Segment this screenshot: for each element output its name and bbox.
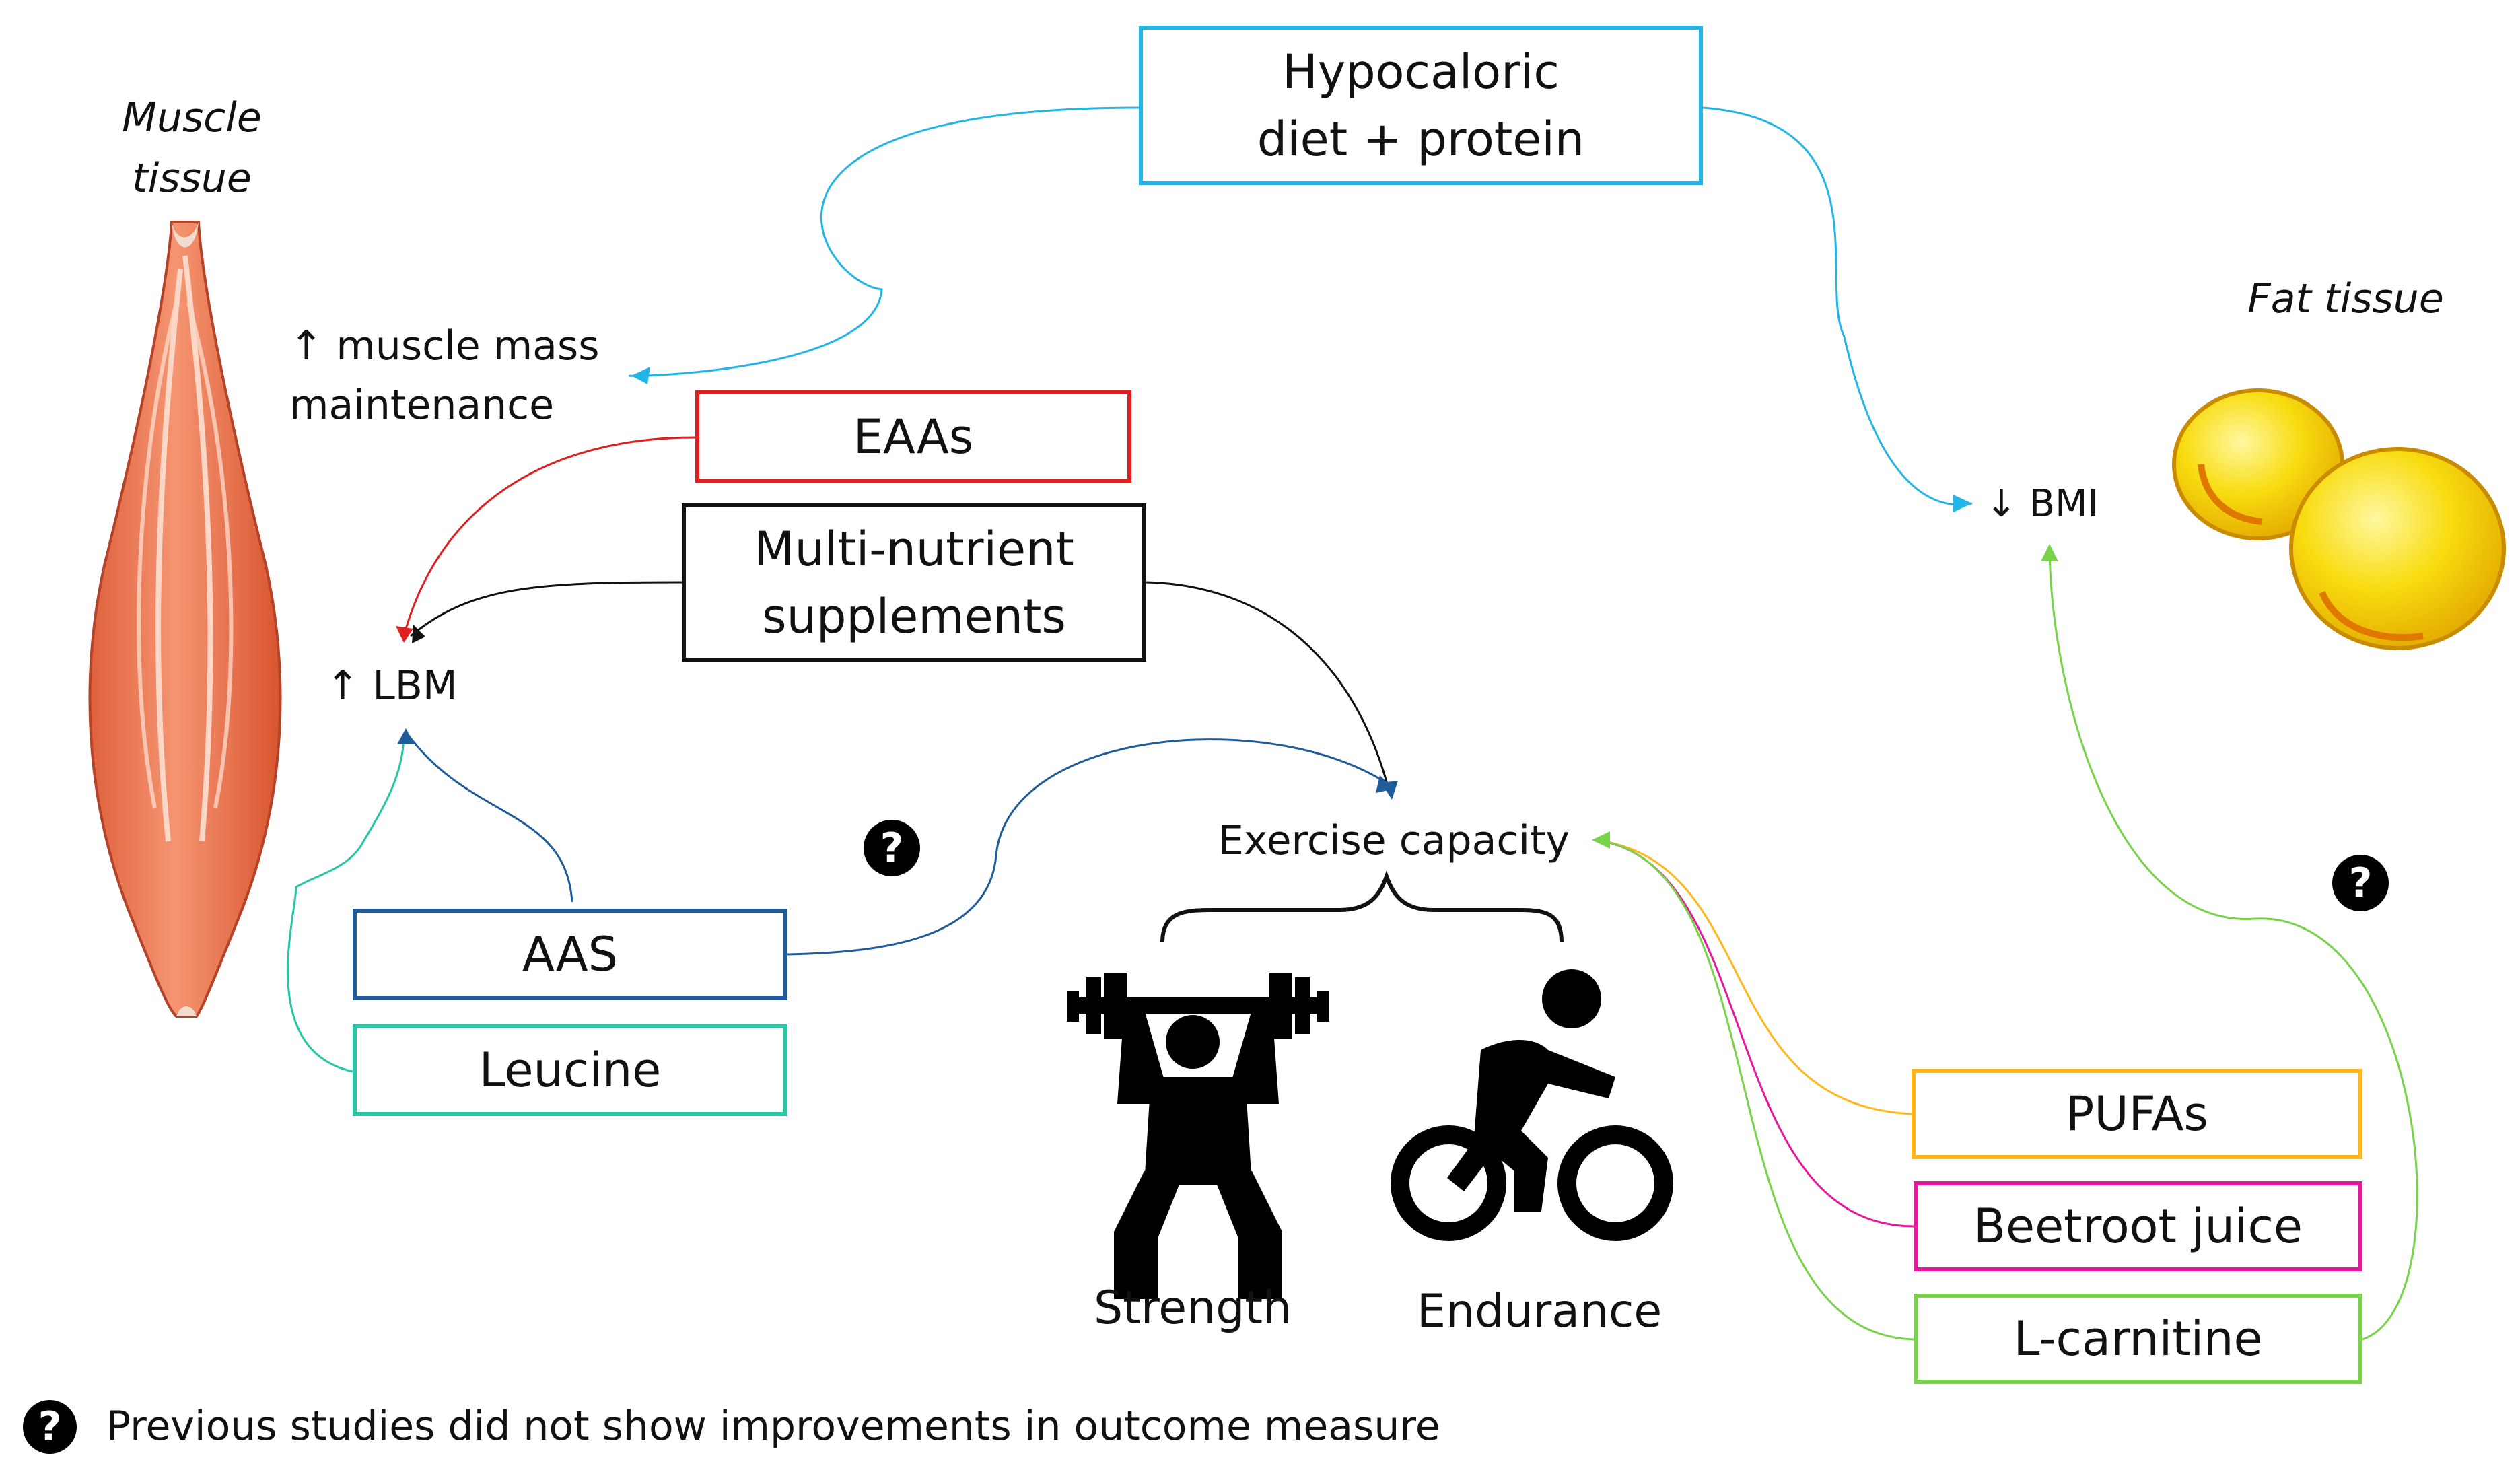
arrow-multi-to-lbm: [410, 581, 682, 637]
arrow-beetroot-to-exercise: [1595, 839, 1914, 1228]
legend-question-glyph: ?: [38, 1403, 62, 1450]
hypocaloric-diet-box: Hypocaloric diet + protein: [1139, 26, 1703, 185]
strength-label: Strength: [1094, 1282, 1292, 1335]
bmi-label: ↓ BMI: [1986, 482, 2099, 526]
legend-question-icon: [23, 1400, 77, 1454]
leucine-box: Leucine: [353, 1024, 788, 1116]
cyclist-icon: [1391, 969, 1673, 1241]
beetroot-juice-box: Beetroot juice: [1914, 1181, 2362, 1271]
arrow-leucine-to-lbm: [287, 733, 405, 1073]
arrow-lcarnitine-to-exercise: [1595, 839, 1914, 1341]
exercise-brace: [1160, 870, 1564, 943]
arrow-aas-to-lbm: [406, 733, 573, 903]
endurance-label: Endurance: [1417, 1285, 1663, 1338]
muscle-mass-label: ↑ muscle mass maintenance: [289, 322, 600, 429]
legend-text: Previous studies did not show improvemen…: [106, 1403, 1440, 1450]
connector-arrows: [287, 106, 2418, 1341]
eaas-box: EAAs: [695, 390, 1131, 483]
arrow-diet-to-bmi: [1702, 106, 1973, 506]
arrowheads: [396, 367, 2058, 849]
fat-illustration: [2172, 388, 2506, 650]
muscle-tissue-label: Muscle tissue: [122, 94, 262, 202]
arrow-aas-to-exercise: [787, 738, 1394, 956]
arrow-lcarnitine-to-bmi: [2048, 551, 2418, 1341]
question-icon-lcarnitine: ?: [2332, 855, 2389, 911]
aas-box: AAS: [353, 909, 788, 1000]
pufas-box: PUFAs: [1912, 1069, 2362, 1159]
arrow-diet-to-muscle-mass: [628, 106, 1140, 377]
arrow-pufas-to-exercise: [1595, 839, 1912, 1115]
arrow-multi-to-exercise: [1146, 581, 1391, 795]
l-carnitine-box: L-carnitine: [1914, 1294, 2362, 1384]
exercise-capacity-label: Exercise capacity: [1218, 817, 1570, 864]
arrow-eaas-to-lbm: [403, 436, 696, 637]
lbm-label: ↑ LBM: [326, 662, 458, 709]
muscle-illustration: [88, 221, 282, 1018]
multi-nutrient-box: Multi-nutrient supplements: [682, 503, 1146, 662]
question-icon-aas: ?: [864, 820, 920, 876]
weightlifter-icon: [1067, 973, 1329, 1299]
fat-tissue-label: Fat tissue: [2247, 275, 2444, 322]
